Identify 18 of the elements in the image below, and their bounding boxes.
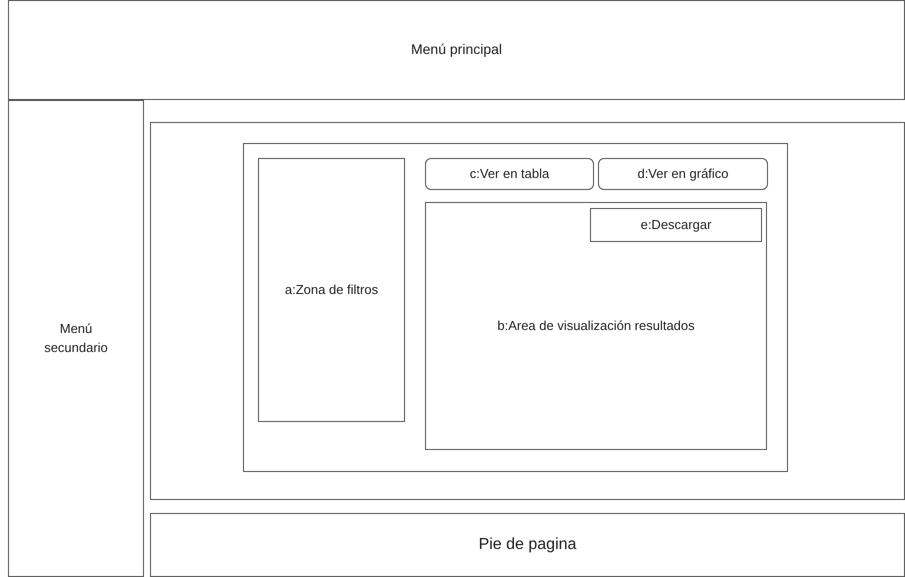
button-label: c:Ver en tabla (470, 164, 550, 183)
download-button (590, 208, 762, 242)
section-label: Menú principal (410, 40, 502, 60)
content-panel (150, 122, 905, 500)
section-label: a:Zona de filtros (284, 280, 378, 299)
section-label: Pie de pagina (478, 534, 576, 555)
footer-bar (150, 513, 905, 577)
main-menu-bar (8, 0, 905, 100)
results-panel (425, 202, 767, 450)
button-label: d:Ver en gráfico (637, 164, 729, 183)
filter-panel (258, 158, 405, 422)
side-menu-panel (8, 100, 144, 577)
tab-button (425, 158, 594, 190)
section-label: Menú secundario (43, 320, 109, 356)
section-label: b:Area de visualización resultados (497, 316, 695, 335)
button-label: e:Descargar (640, 216, 712, 234)
content-frame (243, 143, 788, 472)
tab-button (598, 158, 768, 190)
